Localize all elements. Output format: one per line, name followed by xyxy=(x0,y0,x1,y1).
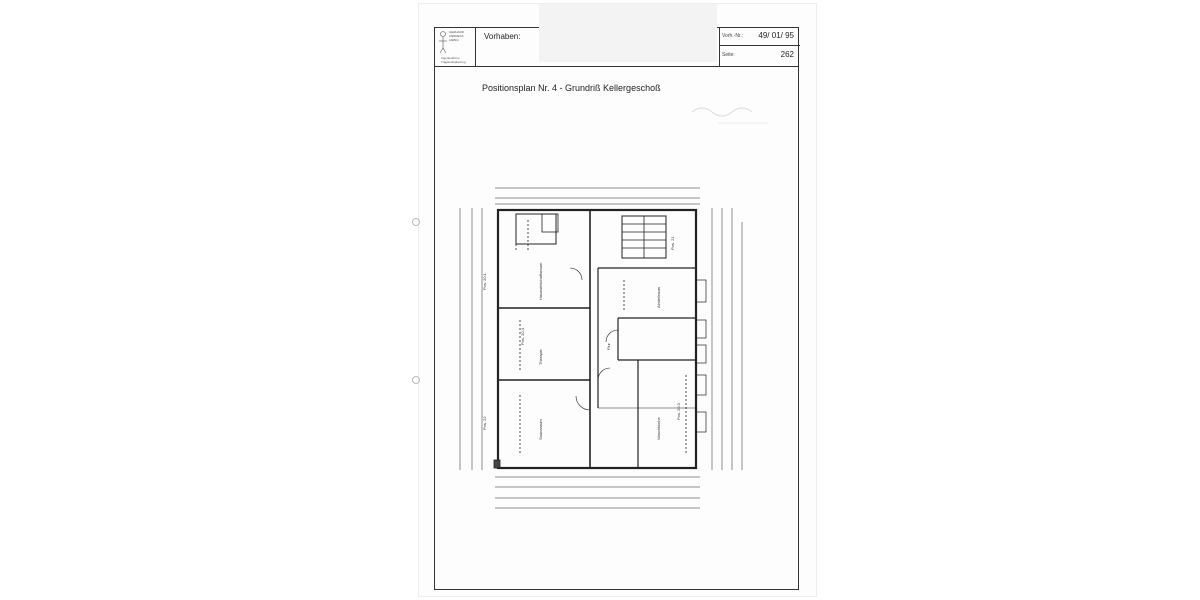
vorh-nr-value: 49/ 01/ 95 xyxy=(758,31,794,40)
floor-plan: Pos. 20.4 Pos. 20.3 Pos. 21 Pos. 22 Pos.… xyxy=(459,187,743,509)
room-hauswirtschaft: Hauswirtschaftsraum xyxy=(538,262,543,300)
page-row: Seite: 262 xyxy=(720,46,800,65)
document-meta: Vorh.-Nr.: 49/ 01/ 95 Seite: 262 xyxy=(719,27,800,66)
room-waschkueche: Waschküche xyxy=(656,416,661,440)
punch-hole-top xyxy=(412,218,420,226)
logo-name: GERHARD ANDREAS LIEBIG xyxy=(449,30,465,42)
project-label: Vorhaben: xyxy=(484,32,521,41)
logo-subtitle: Ingenieurbüro Tragwerksplanung xyxy=(441,56,466,64)
label-pos-20-1: Pos. 20.1 xyxy=(482,272,487,290)
vorh-nr-row: Vorh.-Nr.: 49/ 01/ 95 xyxy=(720,27,800,46)
room-therapie: Therapie xyxy=(538,348,543,365)
redacted-area xyxy=(539,4,717,62)
room-flur: Flur xyxy=(606,342,611,350)
label-pos-22: Pos. 22 xyxy=(482,416,487,430)
faint-stamp xyxy=(691,107,768,124)
room-abstell: Abstellraum xyxy=(656,286,661,308)
label-pos-20-3: Pos. 20.3 xyxy=(676,402,681,420)
punch-hole-bottom xyxy=(412,376,420,384)
page-number: 262 xyxy=(780,50,794,59)
label-pos-20-4: Pos. 20.4 xyxy=(520,327,525,345)
vorh-nr-label: Vorh.-Nr.: xyxy=(722,33,744,39)
room-sauna: Saunaraum xyxy=(538,419,543,440)
page-label: Seite: xyxy=(722,52,735,58)
logo-figure-icon xyxy=(439,31,447,54)
document-page xyxy=(419,4,816,596)
company-logo: GERHARD ANDREAS LIEBIG Ingenieurbüro Tra… xyxy=(434,27,476,66)
label-pos-21: Pos. 21 xyxy=(670,236,675,250)
plan-title: Positionsplan Nr. 4 - Grundriß Kellerges… xyxy=(482,83,661,93)
title-block: GERHARD ANDREAS LIEBIG Ingenieurbüro Tra… xyxy=(434,4,800,67)
